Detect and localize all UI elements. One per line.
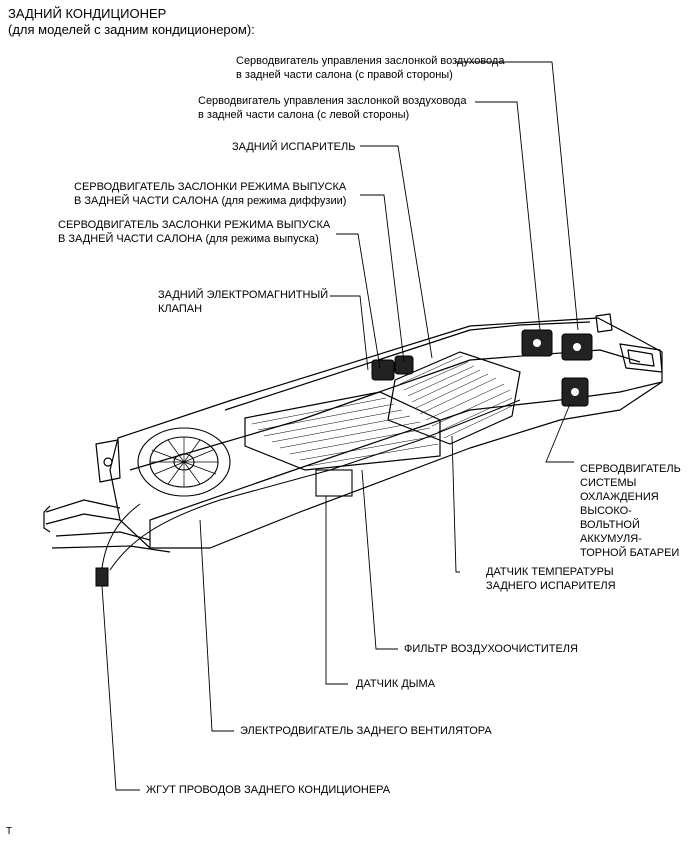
air-filter-block [244, 391, 441, 471]
label-evaporator: ЗАДНИЙ ИСПАРИТЕЛЬ [232, 140, 355, 154]
label-evaporator-line-1: ЗАДНИЙ ИСПАРИТЕЛЬ [232, 141, 356, 153]
label-servo-outlet: СЕРВОДВИГАТЕЛЬ ЗАСЛОНКИ РЕЖИМА ВЫПУСКА В… [58, 218, 330, 246]
label-battery-servo: СЕРВОДВИГАТЕЛЬ СИСТЕМЫ ОХЛАЖДЕНИЯ ВЫСОКО… [580, 462, 681, 560]
label-battery-servo-line-7: ТОРНОЙ БАТАРЕИ [580, 547, 680, 559]
label-solenoid-line-1: ЗАДНИЙ ЭЛЕКТРОМАГНИТНЫЙ [158, 289, 329, 301]
servo-motors [371, 329, 593, 407]
refrigerant-pipes [45, 499, 171, 553]
blower-fan [137, 427, 231, 497]
label-servo-diffusion-line-2: В ЗАДНЕЙ ЧАСТИ САЛОНА (для режима диффуз… [74, 195, 347, 207]
label-battery-servo-line-1: СЕРВОДВИГАТЕЛЬ [580, 463, 681, 475]
label-temp-sensor: ДАТЧИК ТЕМПЕРАТУРЫ ЗАДНЕГО ИСПАРИТЕЛЯ [486, 565, 616, 593]
wire-harness [101, 399, 521, 571]
label-blower-motor: ЭЛЕКТРОДВИГАТЕЛЬ ЗАДНЕГО ВЕНТИЛЯТОРА [240, 724, 492, 738]
label-solenoid: ЗАДНИЙ ЭЛЕКТРОМАГНИТНЫЙ КЛАПАН [158, 288, 328, 316]
outlet-duct [619, 343, 663, 373]
label-filter: ФИЛЬТР ВОЗДУХООЧИСТИТЕЛЯ [404, 642, 578, 656]
smoke-sensor-box [315, 469, 353, 497]
label-smoke-sensor: ДАТЧИК ДЫМА [356, 677, 435, 691]
title-line-1: ЗАДНИЙ КОНДИЦИОНЕР [8, 6, 167, 21]
label-harness-line-1: ЖГУТ ПРОВОДОВ ЗАДНЕГО КОНДИЦИОНЕРА [146, 784, 391, 796]
label-servo-diffusion: СЕРВОДВИГАТЕЛЬ ЗАСЛОНКИ РЕЖИМА ВЫПУСКА В… [74, 180, 346, 208]
label-blower-motor-line-1: ЭЛЕКТРОДВИГАТЕЛЬ ЗАДНЕГО ВЕНТИЛЯТОРА [240, 725, 492, 737]
label-battery-servo-line-3: ОХЛАЖДЕНИЯ [580, 491, 659, 503]
label-filter-line-1: ФИЛЬТР ВОЗДУХООЧИСТИТЕЛЯ [404, 643, 578, 655]
label-servo-outlet-line-1: СЕРВОДВИГАТЕЛЬ ЗАСЛОНКИ РЕЖИМА ВЫПУСКА [58, 219, 331, 231]
label-servo-right-line-1: Серводвигатель управления заслонкой возд… [236, 55, 505, 67]
label-battery-servo-line-2: СИСТЕМЫ [580, 477, 637, 489]
evaporator-block [387, 351, 521, 445]
label-battery-servo-line-6: АККУМУЛЯ- [580, 533, 642, 545]
label-servo-left: Серводвигатель управления заслонкой возд… [198, 94, 466, 122]
corner-mark: T [6, 826, 13, 837]
right-mount-bracket [595, 313, 613, 333]
label-battery-servo-line-4: ВЫСОКО- [580, 505, 632, 517]
left-mount-bracket [95, 439, 121, 483]
label-temp-sensor-line-2: ЗАДНЕГО ИСПАРИТЕЛЯ [486, 580, 616, 592]
diagram-title: ЗАДНИЙ КОНДИЦИОНЕР (для моделей с задним… [8, 6, 255, 38]
label-servo-right: Серводвигатель управления заслонкой возд… [236, 54, 504, 82]
label-servo-diffusion-line-1: СЕРВОДВИГАТЕЛЬ ЗАСЛОНКИ РЕЖИМА ВЫПУСКА [74, 181, 347, 193]
label-servo-left-line-2: в задней части салона (с левой стороны) [198, 109, 410, 121]
label-servo-right-line-2: в задней части салона (с правой стороны) [236, 69, 453, 81]
label-servo-left-line-1: Серводвигатель управления заслонкой возд… [198, 95, 467, 107]
hvac-housing [109, 317, 663, 549]
label-battery-servo-line-5: ВОЛЬТНОЙ [580, 519, 640, 531]
label-harness: ЖГУТ ПРОВОДОВ ЗАДНЕГО КОНДИЦИОНЕРА [146, 783, 390, 797]
label-smoke-sensor-line-1: ДАТЧИК ДЫМА [356, 678, 436, 690]
label-servo-outlet-line-2: В ЗАДНЕЙ ЧАСТИ САЛОНА (для режима выпуск… [58, 233, 319, 245]
label-temp-sensor-line-1: ДАТЧИК ТЕМПЕРАТУРЫ [486, 566, 614, 578]
harness-connector [95, 567, 109, 587]
label-solenoid-line-2: КЛАПАН [158, 303, 203, 315]
leader-lines [101, 61, 579, 791]
title-line-2: (для моделей с задним кондиционером): [8, 22, 255, 37]
